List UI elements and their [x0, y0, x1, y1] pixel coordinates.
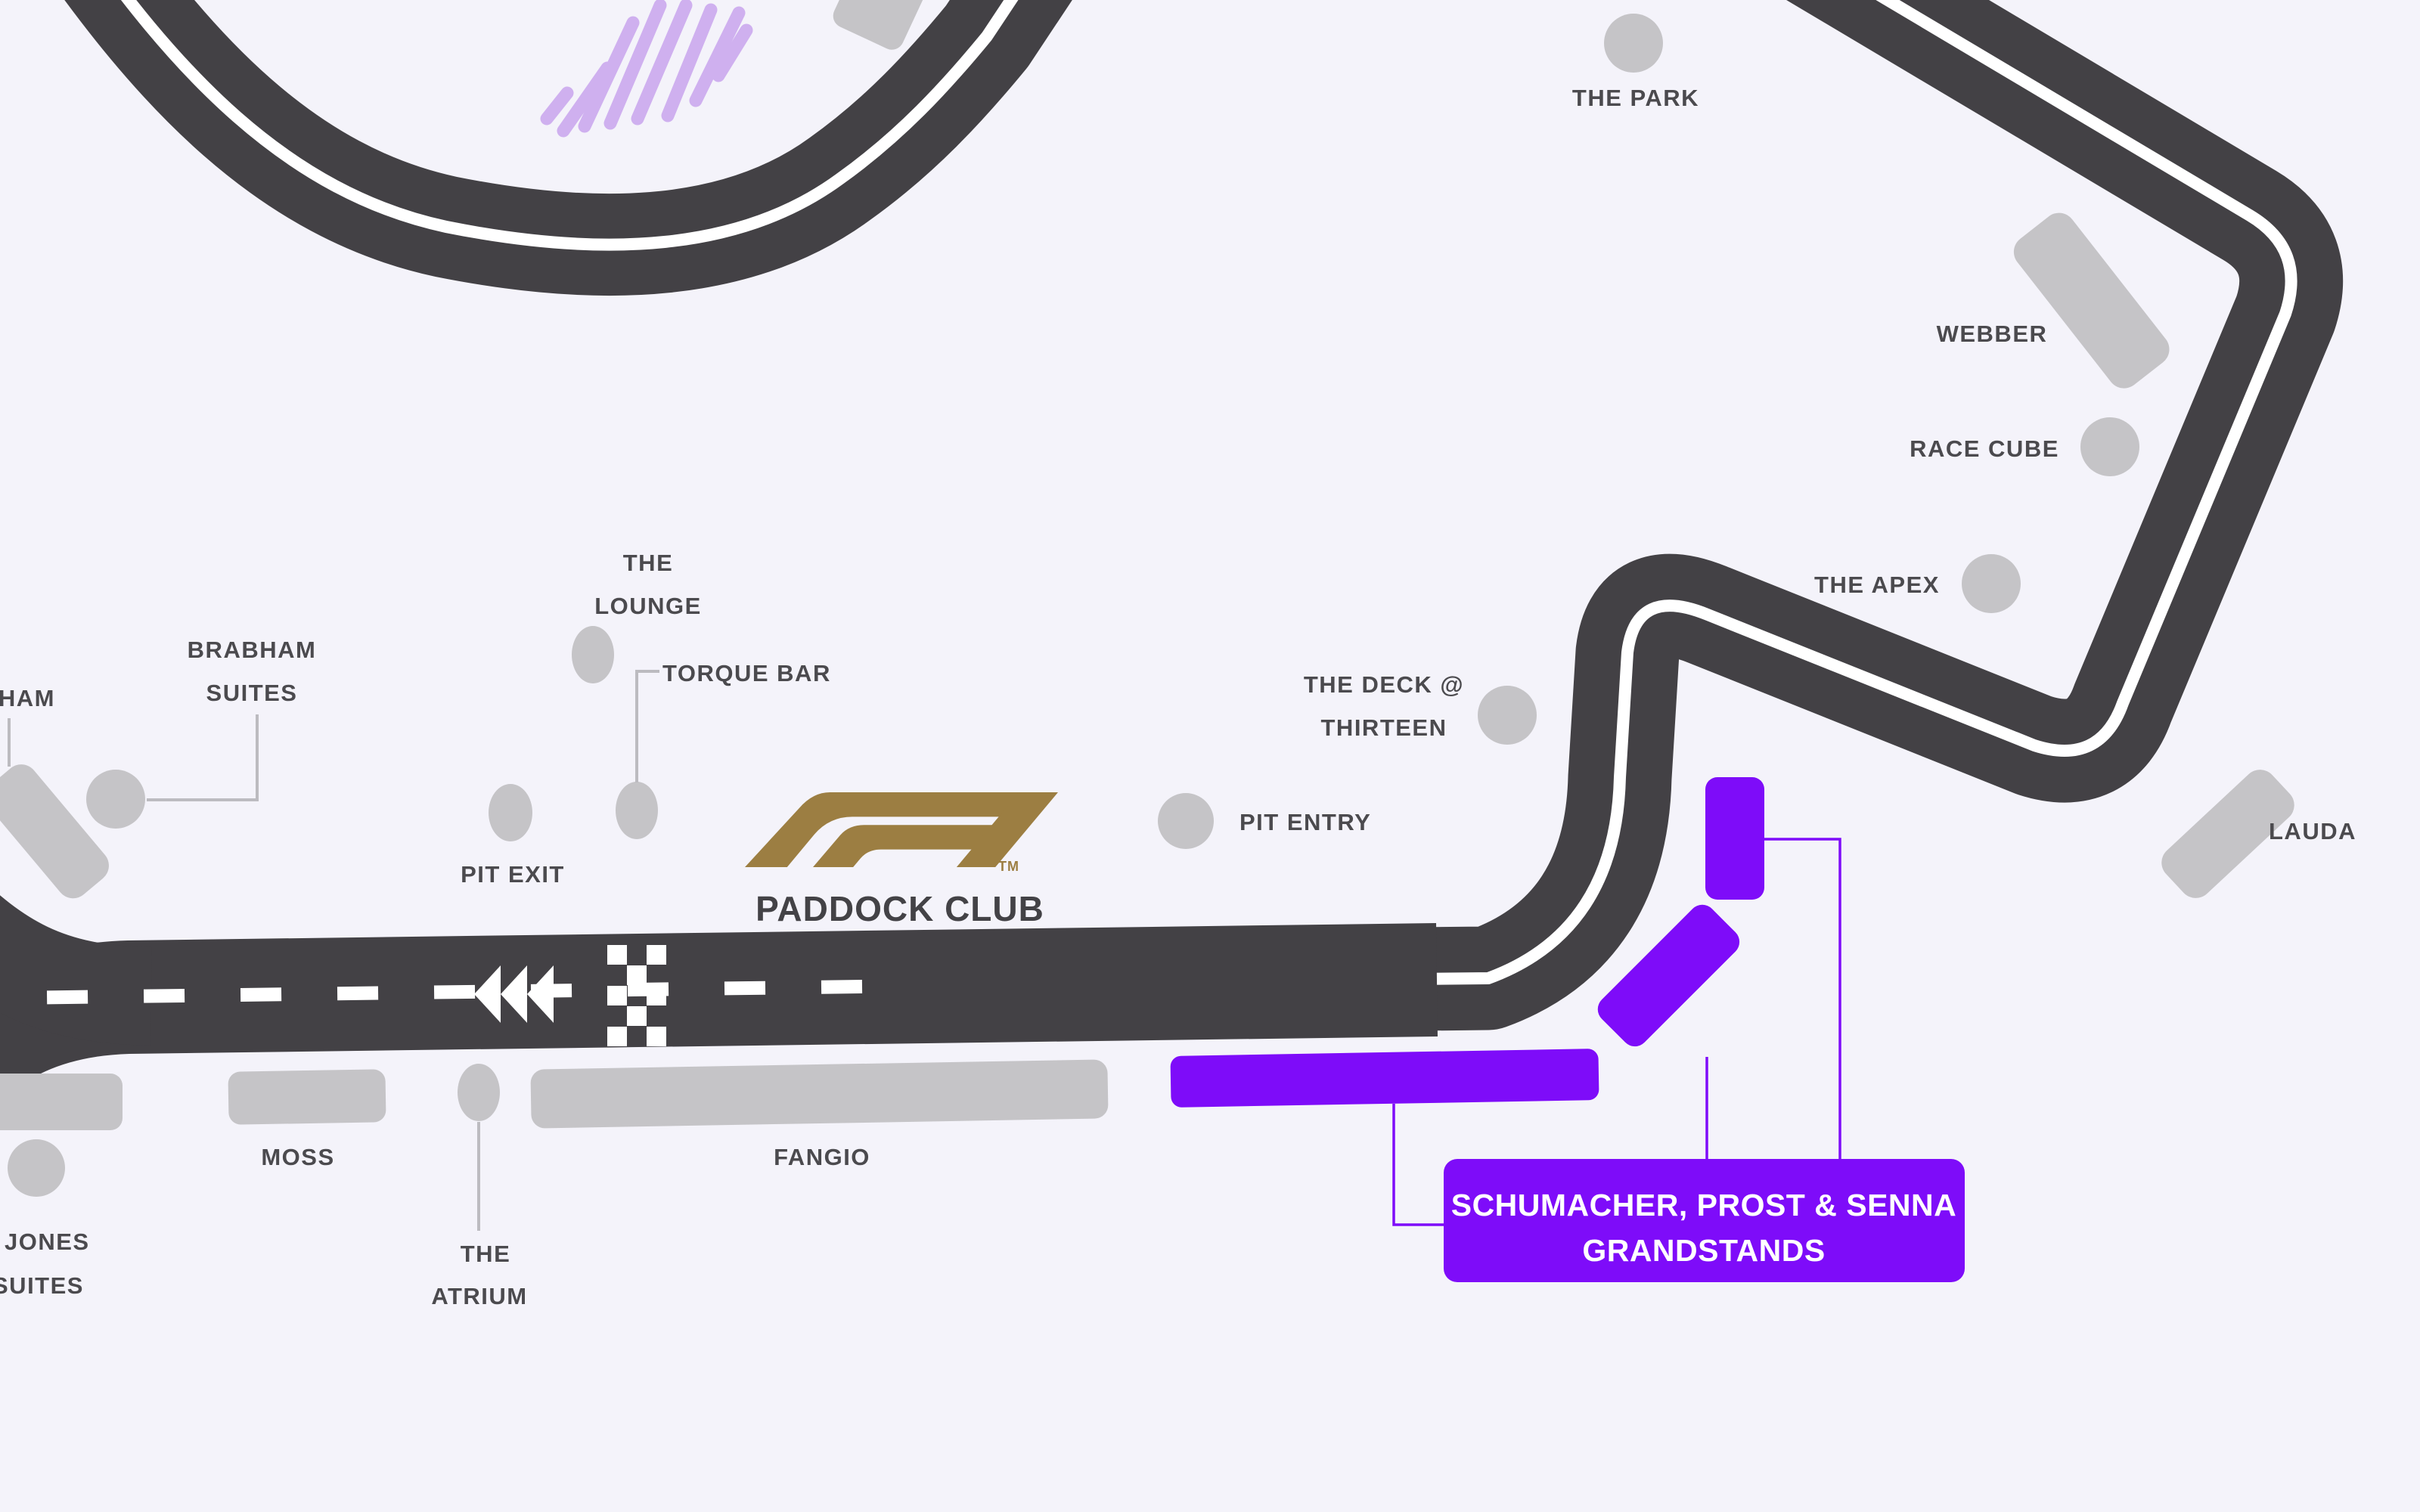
label-moss: MOSS — [261, 1144, 334, 1170]
grandstand-lauda[interactable] — [2155, 763, 2301, 905]
label-the-deck-line2: THIRTEEN — [1321, 714, 1447, 741]
lake-hatch-stripe — [661, 3, 718, 122]
grandstand-schumacher[interactable] — [1170, 1049, 1599, 1108]
label-brabham-line1: BRABHAM — [188, 637, 317, 663]
marker-race-cube[interactable] — [2080, 417, 2139, 476]
callout-connector-senna — [1764, 838, 1841, 1159]
track-right-section-centerline — [861, 0, 2297, 991]
arrow-left-icon — [527, 965, 554, 1023]
lake-hatch-stripe — [603, 0, 667, 130]
grandstand-fangio[interactable] — [530, 1059, 1109, 1129]
connector-brabham — [147, 714, 259, 801]
callout-connector-schumacher — [1392, 1104, 1444, 1226]
track-right-section — [861, 0, 2343, 1037]
direction-arrows-icon — [474, 965, 554, 1023]
connector-torque-bar — [635, 670, 659, 782]
grandstand-jones[interactable] — [0, 1074, 123, 1130]
label-the-deck-line1: THE DECK @ — [1304, 671, 1464, 698]
label-pit-exit: PIT EXIT — [461, 861, 565, 888]
label-atrium-line2: ATRIUM — [431, 1283, 527, 1309]
label-jones-line1: JONES — [5, 1228, 90, 1255]
marker-the-lounge[interactable] — [572, 626, 614, 683]
lake-hatch-stripe — [689, 6, 746, 107]
label-fangio: FANGIO — [774, 1144, 870, 1170]
grandstand-senna[interactable] — [1705, 777, 1764, 900]
label-brabham-line2: SUITES — [206, 680, 298, 706]
label-the-lounge-line1: THE — [623, 550, 674, 576]
track — [0, 0, 2343, 1105]
lake-hatch-stripe — [712, 23, 753, 82]
marker-the-apex[interactable] — [1962, 554, 2021, 613]
lake-hatch-stripe — [540, 86, 574, 125]
grandstand-prost[interactable] — [1592, 899, 1745, 1052]
grandstands-callout-box[interactable] — [1444, 1159, 1965, 1282]
trademark-label: TM — [998, 859, 1019, 874]
venue-labels: THE PARK WEBBER RACE CUBE THE APEX LAUDA… — [0, 85, 2356, 1309]
grandstand-webber[interactable] — [2007, 206, 2176, 395]
label-atrium-line1: THE — [461, 1241, 511, 1267]
marker-pit-entry[interactable] — [1158, 793, 1214, 849]
label-webber: WEBBER — [1937, 321, 2048, 347]
grandstands-callout-line2: GRANDSTANDS — [1582, 1233, 1825, 1268]
arrow-left-icon — [501, 965, 527, 1023]
lake-hatch-area — [540, 0, 753, 138]
f1-paddock-club-logo[interactable]: TM PADDOCK CLUB — [745, 792, 1058, 928]
f1-logo-icon — [745, 792, 1058, 867]
venue-shapes — [0, 0, 2301, 1197]
label-pit-entry: PIT ENTRY — [1239, 809, 1371, 835]
start-finish-checkered-line — [607, 945, 666, 1046]
grandstand-top[interactable] — [829, 0, 932, 54]
marker-the-park[interactable] — [1604, 14, 1663, 73]
label-the-lounge-line2: LOUNGE — [594, 593, 702, 619]
track-top-loop-centerline — [120, 0, 1019, 251]
marker-the-deck[interactable] — [1478, 686, 1537, 745]
label-connectors — [8, 670, 659, 1231]
marker-pit-exit[interactable] — [489, 784, 532, 841]
paddock-club-label: PADDOCK CLUB — [755, 889, 1044, 928]
arrow-left-icon — [474, 965, 501, 1023]
marker-torque-bar[interactable] — [616, 782, 658, 839]
label-the-park: THE PARK — [1572, 85, 1699, 111]
lake-hatch-stripe — [578, 16, 640, 133]
label-torque-bar: TORQUE BAR — [662, 660, 831, 686]
label-lauda: LAUDA — [2269, 818, 2356, 844]
label-ham: HAM — [0, 685, 55, 711]
label-the-apex: THE APEX — [1814, 572, 1940, 598]
marker-brabham-suites[interactable] — [86, 770, 145, 829]
label-jones-line2: SUITES — [0, 1272, 84, 1299]
marker-the-atrium[interactable] — [458, 1064, 500, 1121]
grandstand-ham[interactable] — [0, 758, 116, 905]
label-race-cube: RACE CUBE — [1910, 435, 2059, 462]
lake-hatch-stripe — [631, 0, 693, 125]
grandstand-moss[interactable] — [228, 1069, 386, 1125]
grandstands-callout-line1: SCHUMACHER, PROST & SENNA — [1451, 1188, 1957, 1222]
marker-jones-suites[interactable] — [8, 1139, 65, 1197]
track-left-bend — [0, 895, 153, 1046]
highlighted-grandstands: SCHUMACHER, PROST & SENNA GRANDSTANDS — [1170, 777, 1965, 1282]
